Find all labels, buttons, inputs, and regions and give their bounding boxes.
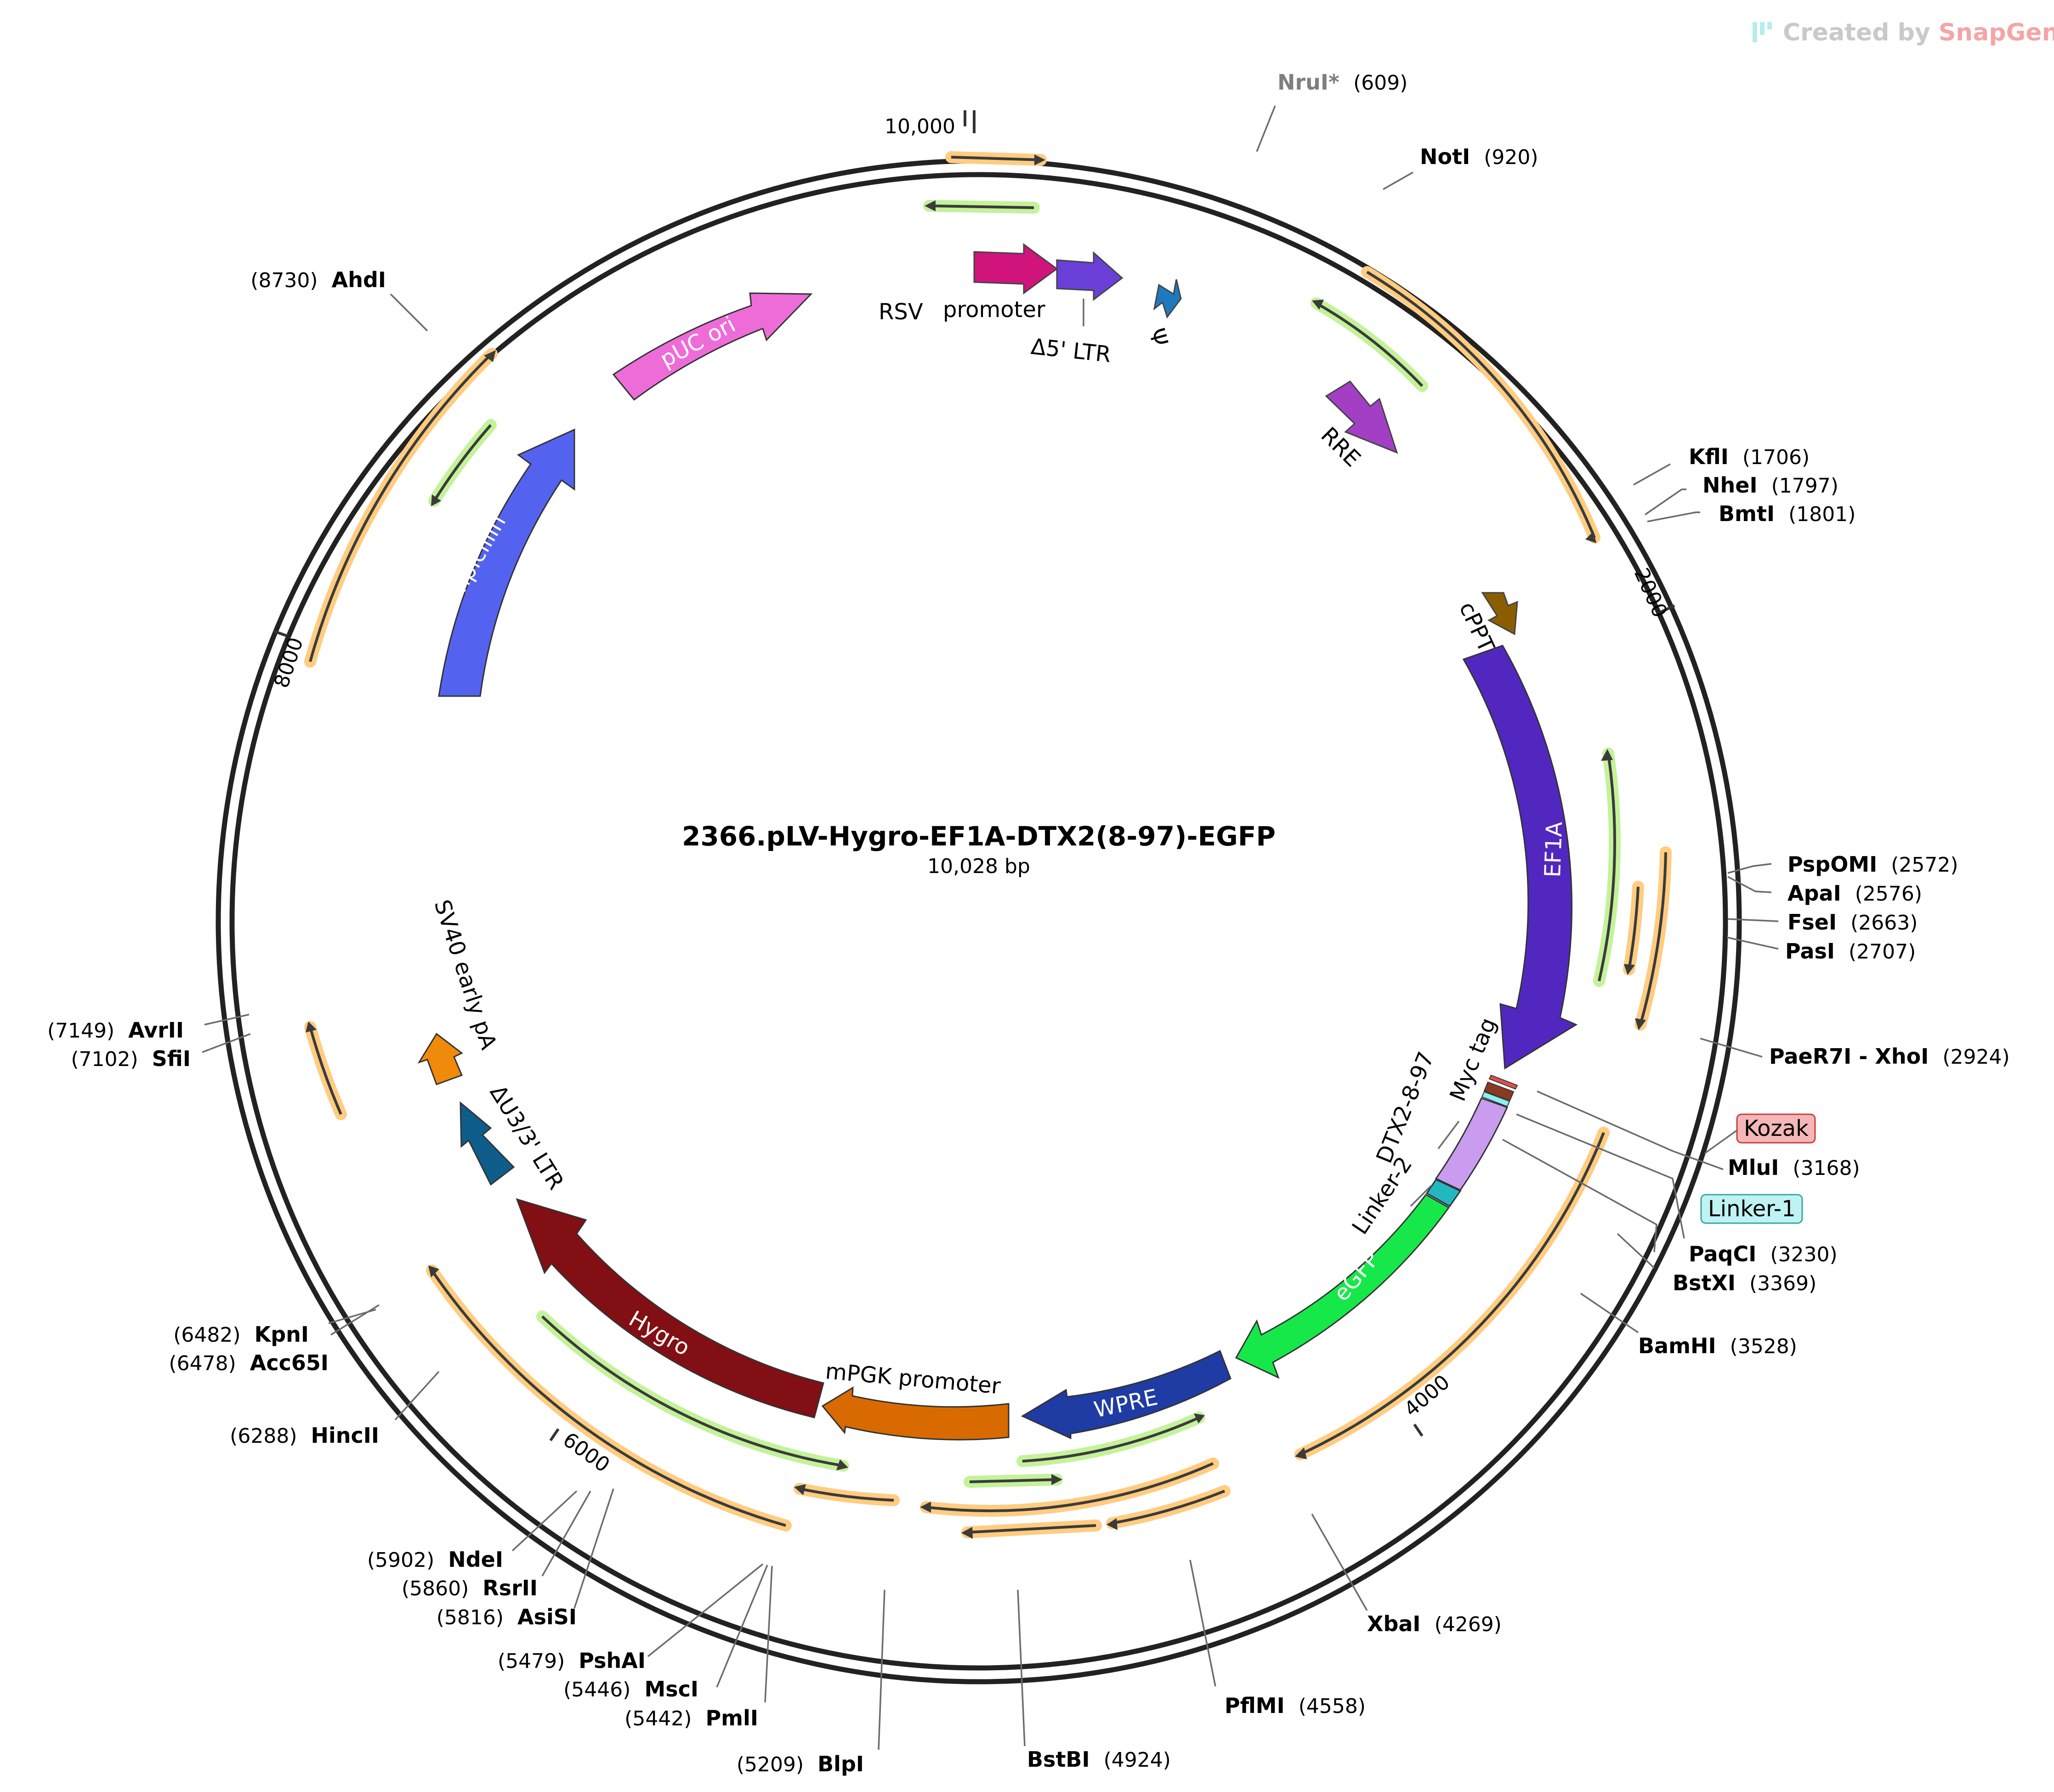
feature-rsv-promoter[interactable] [973, 243, 1058, 295]
site-nrui[interactable]: NruI*(609) [1277, 70, 1407, 95]
sv40-label: SV40 early pA [429, 896, 502, 1053]
feature-rre[interactable] [1325, 380, 1398, 454]
feature-kozak-mark[interactable] [1488, 1074, 1518, 1090]
feature-cppt[interactable] [1481, 592, 1518, 635]
site-sfii[interactable]: (7102)SfiI [71, 1046, 191, 1071]
site-ahdi[interactable]: (8730)AhdI [250, 267, 386, 292]
site-msci[interactable]: (5446)MscI [563, 1677, 698, 1701]
dtx2-label: DTX2-8-97 [1371, 1048, 1439, 1167]
site-ndei[interactable]: (5902)NdeI [367, 1547, 503, 1572]
feature-egfp[interactable] [1235, 1194, 1450, 1379]
promoter-label: promoter [943, 297, 1045, 323]
linker1-label: Linker-1 [1708, 1196, 1796, 1222]
feature-mpgk-promoter[interactable] [821, 1386, 1010, 1440]
orf-arrows [304, 151, 1672, 1539]
site-paer7i-xhoi[interactable]: PaeR7I - XhoI(2924) [1769, 1044, 2010, 1069]
site-bmti[interactable]: BmtI(1801) [1719, 501, 1855, 526]
site-nhei[interactable]: NheI(1797) [1702, 473, 1838, 498]
rsv-label: RSV [879, 299, 923, 325]
site-pshai[interactable]: (5479)PshAI [498, 1648, 646, 1673]
site-hincii[interactable]: (6288)HincII [230, 1423, 379, 1448]
plasmid-name: 2366.pLV-Hygro-EF1A-DTX2(8-97)-EGFP [682, 821, 1276, 852]
site-pmli[interactable]: (5442)PmlI [624, 1706, 758, 1730]
feature-ef1a[interactable] [1462, 645, 1578, 1070]
site-rsrii[interactable]: (5860)RsrII [402, 1576, 538, 1600]
tick-10000: 10,000 [885, 115, 955, 138]
feature-myc-tag[interactable] [1483, 1081, 1515, 1101]
ef1a-label: EF1A [1540, 821, 1567, 878]
site-pflmi[interactable]: PflMI(4558) [1225, 1693, 1366, 1718]
snapgene-watermark: Created by SnapGene [1753, 19, 2054, 46]
site-blpi[interactable]: (5209)BlpI [737, 1752, 864, 1776]
site-kfli[interactable]: KflI(1706) [1689, 444, 1810, 469]
plasmid-size: 10,028 bp [927, 855, 1030, 878]
site-acc65i[interactable]: (6478)Acc65I [169, 1350, 329, 1375]
site-avrii[interactable]: (7149)AvrII [47, 1018, 184, 1043]
site-leaders [202, 105, 1779, 1750]
site-bstxi[interactable]: BstXI(3369) [1673, 1270, 1816, 1295]
feature-linker2[interactable] [1425, 1179, 1462, 1207]
site-bstbi[interactable]: BstBI(4924) [1027, 1747, 1171, 1772]
site-fsei[interactable]: FseI(2663) [1787, 910, 1918, 935]
snapgene-logo-icon [1753, 22, 1772, 42]
feature-delta5-ltr[interactable] [1056, 251, 1123, 301]
site-apai[interactable]: ApaI(2576) [1787, 881, 1922, 906]
feature-sv40-pa[interactable] [417, 1032, 463, 1085]
tick-8000: 8000 [270, 635, 308, 691]
feature-dtx2[interactable] [1435, 1097, 1509, 1191]
watermark-prefix: Created by [1783, 19, 1939, 46]
site-kpni[interactable]: (6482)KpnI [173, 1322, 309, 1347]
linker1-label-box[interactable]: Linker-1 [1700, 1194, 1803, 1224]
feature-hygro[interactable] [516, 1198, 824, 1418]
center-title: 2366.pLV-Hygro-EF1A-DTX2(8-97)-EGFP 10,0… [682, 821, 1276, 878]
site-asisi[interactable]: (5816)AsiSI [437, 1605, 577, 1629]
site-noti[interactable]: NotI(920) [1420, 144, 1538, 169]
site-mlui[interactable]: MluI(3168) [1728, 1155, 1860, 1180]
site-xbai[interactable]: XbaI(4269) [1367, 1611, 1502, 1636]
site-bamhi[interactable]: BamHI(3528) [1638, 1333, 1797, 1358]
feature-linker1-mark[interactable] [1481, 1091, 1510, 1107]
feature-ampicillin[interactable] [438, 428, 575, 697]
feature-psi[interactable] [1153, 279, 1182, 319]
site-pspomi[interactable]: PspOMI(2572) [1787, 852, 1958, 877]
kozak-label-box[interactable]: Kozak [1736, 1113, 1816, 1144]
kozak-label: Kozak [1744, 1116, 1809, 1141]
delta5-ltr-label: Δ5' LTR [1030, 334, 1112, 368]
features [417, 243, 1578, 1440]
feature-wpre[interactable] [1021, 1350, 1231, 1440]
site-pasi[interactable]: PasI(2707) [1785, 939, 1916, 964]
feature-delta-u3-ltr[interactable] [460, 1101, 515, 1186]
site-labels: NruI*(609) NotI(920) KflI(1706) NheI(179… [47, 70, 2010, 1776]
site-paqci[interactable]: PaqCI(3230) [1689, 1242, 1838, 1266]
feature-puc-ori[interactable] [612, 292, 813, 401]
svg-text:Created by SnapGene: Created by SnapGene [1783, 19, 2054, 46]
psi-label: Ψ [1143, 326, 1173, 349]
watermark-brand: SnapGene [1939, 19, 2054, 46]
